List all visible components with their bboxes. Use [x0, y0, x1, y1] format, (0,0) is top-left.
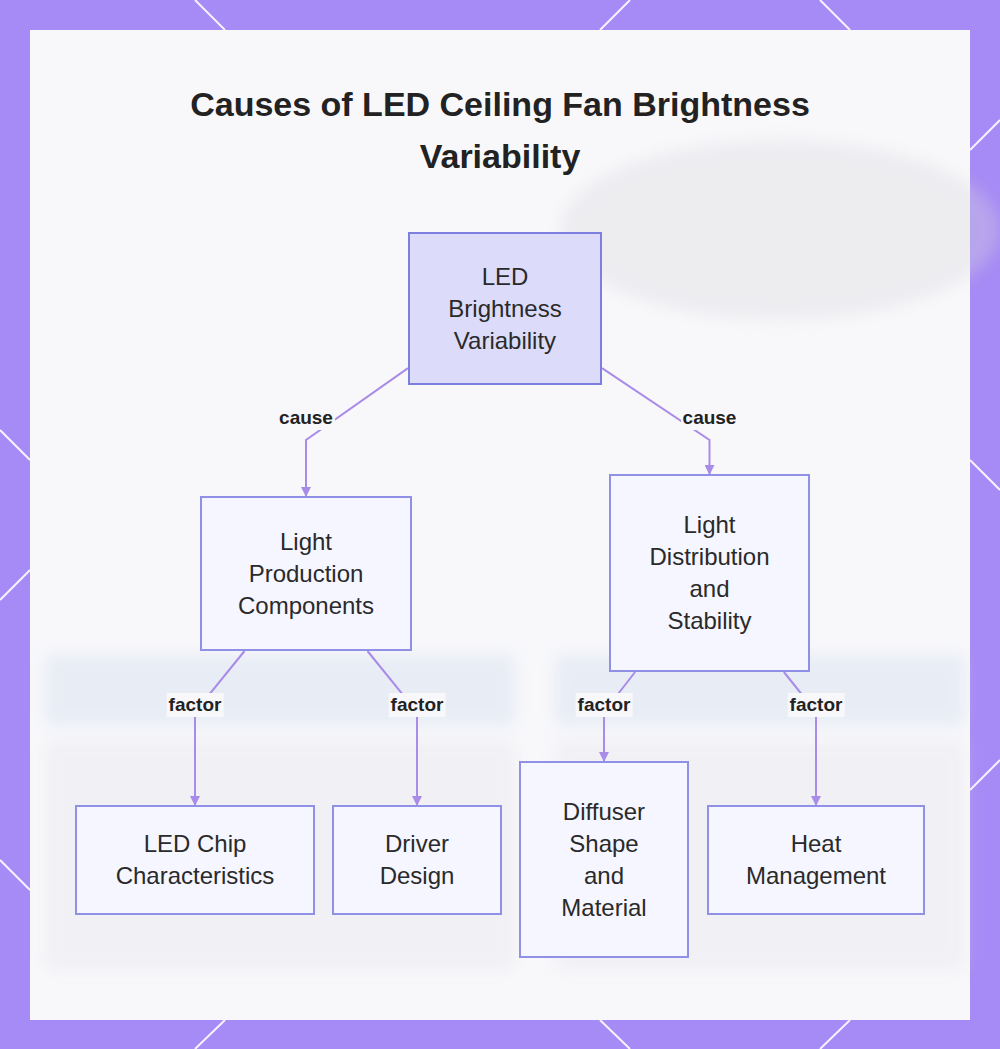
text-wrap: Heat Management	[731, 828, 901, 892]
text-wrap: Light Production Components	[232, 526, 380, 622]
process-box: Heat Management	[707, 805, 925, 915]
edge-label: factor	[167, 693, 224, 717]
node-label: Driver Design	[361, 828, 473, 892]
process-box: Light Distribution and Stability	[609, 474, 810, 672]
node-label: Light Distribution and Stability	[647, 509, 773, 637]
node-label: Diffuser Shape and Material	[552, 796, 656, 924]
process-box: Diffuser Shape and Material	[519, 761, 689, 958]
edge-label: cause	[277, 406, 335, 430]
node-label: LED Brightness Variability	[439, 261, 571, 357]
connector-line	[306, 368, 408, 496]
root-box: LED Brightness Variability	[408, 232, 602, 385]
edge-label: factor	[576, 693, 633, 717]
edge-label: factor	[788, 693, 845, 717]
diagram-title: Causes of LED Ceiling Fan Brightness Var…	[120, 78, 880, 182]
process-box: LED Chip Characteristics	[75, 805, 315, 915]
connector-line	[784, 672, 816, 805]
node-label: LED Chip Characteristics	[95, 828, 295, 892]
process-box: Driver Design	[332, 805, 502, 915]
process-box: Light Production Components	[200, 496, 412, 651]
text-wrap: Driver Design	[361, 828, 473, 892]
edge-label: factor	[389, 693, 446, 717]
connector-line	[195, 651, 245, 805]
edge-label: cause	[681, 406, 739, 430]
text-wrap: Diffuser Shape and Material	[552, 796, 656, 924]
text-wrap: LED Chip Characteristics	[95, 828, 295, 892]
connector-line	[367, 651, 417, 805]
text-wrap: Light Distribution and Stability	[647, 509, 773, 637]
blurred-backdrop	[45, 140, 1000, 970]
node-label: Heat Management	[731, 828, 901, 892]
node-label: Light Production Components	[232, 526, 380, 622]
text-wrap: LED Brightness Variability	[439, 261, 571, 357]
